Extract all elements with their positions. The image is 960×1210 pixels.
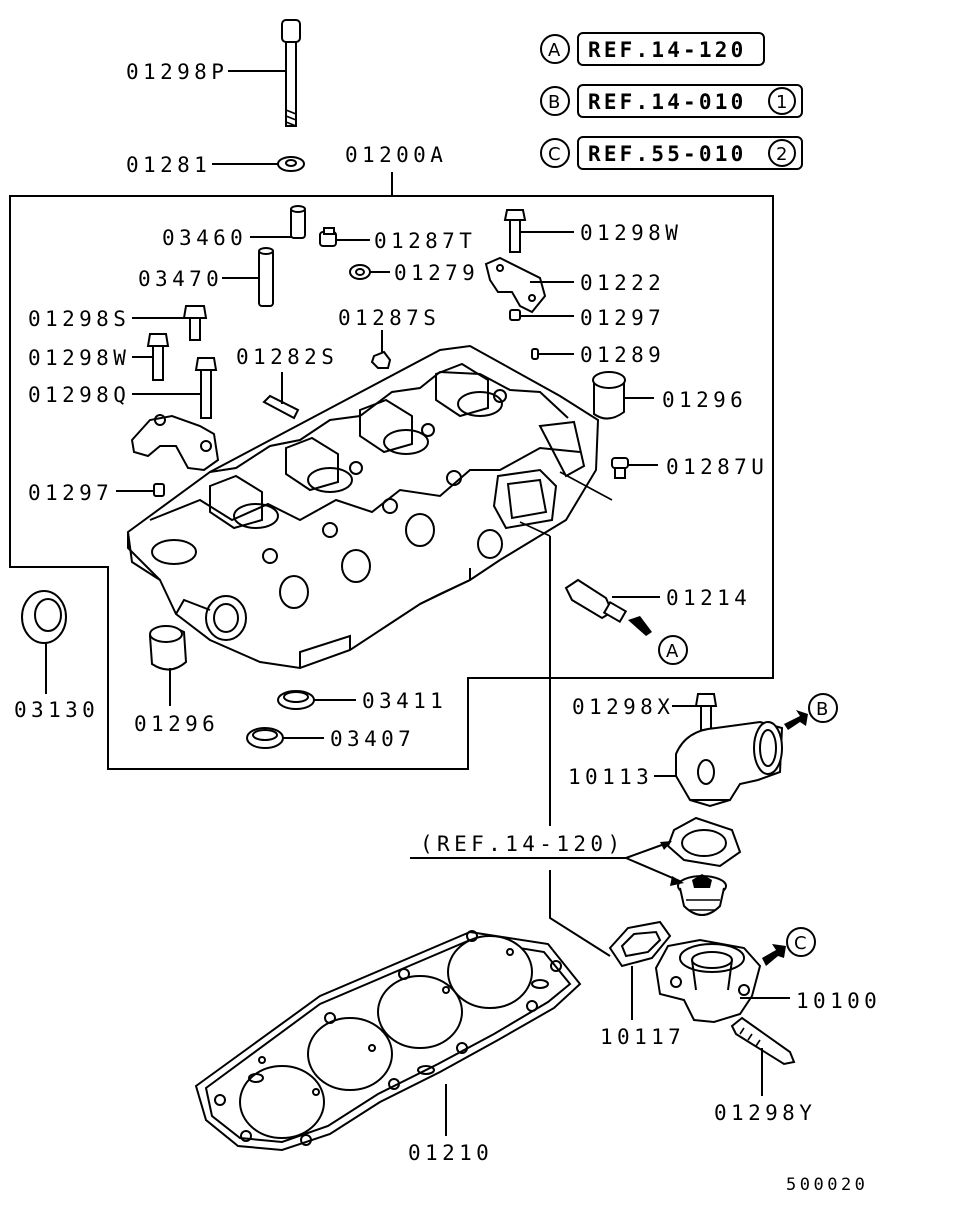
- part-01298y[interactable]: 01298Y: [714, 1101, 816, 1125]
- ref-row-b[interactable]: B REF.14-010 1: [540, 84, 803, 118]
- part-01214[interactable]: 01214: [666, 586, 751, 610]
- dowel-03470-icon: [258, 247, 274, 307]
- ref-note-arrowhead-gasket-icon: [660, 841, 672, 850]
- oring-01279-icon: [349, 264, 371, 280]
- leader-01287u-to-head: [559, 471, 613, 501]
- ref-box-a: [577, 32, 765, 66]
- head-gasket-01210-icon: [194, 930, 582, 1152]
- diagram-id: 500020: [786, 1175, 868, 1195]
- bolt-01298w-left-icon: [146, 333, 170, 381]
- part-01296-bottom[interactable]: 01296: [134, 712, 219, 736]
- hanger-01222-icon: [484, 256, 547, 314]
- plug-01287s-icon: [370, 350, 392, 369]
- ref-note[interactable]: (REF.14-120): [420, 832, 625, 856]
- bolt-01298q-icon: [194, 357, 218, 419]
- washer-01281-icon: [277, 156, 305, 172]
- cylinder-head-group-outline: [9, 195, 774, 770]
- part-03130[interactable]: 03130: [14, 698, 99, 722]
- ref-box-c: [577, 136, 803, 170]
- ref-row-a[interactable]: A REF.14-120: [540, 32, 765, 66]
- ref-text-a: REF.14-120: [588, 38, 746, 62]
- part-03470[interactable]: 03470: [138, 267, 223, 291]
- part-10100[interactable]: 10100: [796, 989, 881, 1013]
- ref-sub-c: 2: [776, 144, 787, 165]
- part-01298x[interactable]: 01298X: [572, 695, 674, 719]
- leader-10117-extension: [549, 870, 611, 957]
- ref-sub-b-circle: [768, 87, 796, 115]
- part-01210[interactable]: 01210: [408, 1141, 493, 1165]
- ref-badge-b-circle: [540, 86, 570, 116]
- dowel-03460-icon: [290, 205, 306, 239]
- cap-01296-bottom-icon: [148, 625, 188, 671]
- ref-sub-b: 1: [776, 92, 787, 113]
- thermostat-housing-10100-icon: [654, 938, 762, 1024]
- ref-badge-a-circle: [540, 34, 570, 64]
- ring-03407-icon: [246, 727, 284, 749]
- part-10117[interactable]: 10117: [600, 1025, 685, 1049]
- part-01279[interactable]: 01279: [394, 261, 479, 285]
- part-01298q[interactable]: 01298Q: [28, 383, 130, 407]
- arrow-badge-a-circle: [658, 635, 688, 665]
- part-01287t[interactable]: 01287T: [374, 229, 476, 253]
- part-01298w-top[interactable]: 01298W: [580, 221, 682, 245]
- part-01298w-left[interactable]: 01298W: [28, 346, 130, 370]
- ref-text-c: REF.55-010: [588, 142, 746, 166]
- part-01298s[interactable]: 01298S: [28, 307, 130, 331]
- ref-note-arrowhead-thermostat-icon: [670, 876, 684, 886]
- ref-row-c[interactable]: C REF.55-010 2: [540, 136, 803, 170]
- pin-01289-icon: [531, 348, 539, 360]
- ref-badge-a: A: [548, 40, 561, 61]
- ref-box-b: [577, 84, 803, 118]
- arrow-badge-b-circle: [808, 693, 838, 723]
- part-03407[interactable]: 03407: [330, 727, 415, 751]
- ref-text-b: REF.14-010: [588, 90, 746, 114]
- plug-01287u-icon: [611, 457, 629, 479]
- thermostat-icon: [677, 874, 727, 916]
- part-01298p[interactable]: 01298P: [126, 60, 228, 84]
- leader-head-to-thermo: [519, 521, 551, 537]
- part-01297-top[interactable]: 01297: [580, 306, 665, 330]
- plug-01287t-icon: [319, 227, 337, 247]
- sensor-01214-icon: [564, 578, 652, 636]
- ref-badge-c: C: [548, 144, 561, 165]
- bolt-01298p-icon: [281, 19, 301, 127]
- stud-01282s-icon: [262, 394, 300, 420]
- part-01287s[interactable]: 01287S: [338, 306, 440, 330]
- bolt-01298w-top-icon: [503, 209, 527, 253]
- ring-03411-icon: [277, 690, 315, 710]
- part-01297-left[interactable]: 01297: [28, 481, 113, 505]
- bolt-01298x-icon: [694, 693, 718, 731]
- arrow-badge-b[interactable]: B: [816, 699, 828, 720]
- bolt-01298y-icon: [730, 1016, 796, 1066]
- part-01287u[interactable]: 01287U: [666, 455, 768, 479]
- group-label: 01200A: [345, 143, 447, 167]
- part-01281[interactable]: 01281: [126, 153, 211, 177]
- ref-badge-b: B: [548, 92, 560, 113]
- arrow-c-icon: [762, 944, 786, 966]
- arrow-b-icon: [784, 710, 808, 730]
- gasket-10117-icon: [608, 920, 672, 968]
- ref-sub-c-circle: [768, 139, 796, 167]
- ref-badge-c-circle: [540, 138, 570, 168]
- arrow-badge-c[interactable]: C: [794, 933, 807, 954]
- gasket-ring-icon: [666, 816, 742, 868]
- cap-01296-top-icon: [592, 371, 626, 420]
- arrow-badge-a[interactable]: A: [666, 641, 679, 662]
- water-outlet-10113-icon: [675, 720, 784, 808]
- part-01222[interactable]: 01222: [580, 271, 665, 295]
- plug-01297-top-icon: [509, 309, 521, 321]
- plug-01297-left-icon: [153, 483, 165, 497]
- cylinder-head-icon: [126, 344, 600, 670]
- arrow-badge-c-circle: [786, 927, 816, 957]
- part-01296-top[interactable]: 01296: [662, 388, 747, 412]
- part-03460[interactable]: 03460: [162, 226, 247, 250]
- part-03411[interactable]: 03411: [362, 689, 447, 713]
- seal-03130-icon: [21, 590, 67, 644]
- bolt-01298s-icon: [182, 305, 208, 341]
- part-01289[interactable]: 01289: [580, 343, 665, 367]
- part-10113[interactable]: 10113: [568, 765, 653, 789]
- part-01282s[interactable]: 01282S: [236, 345, 338, 369]
